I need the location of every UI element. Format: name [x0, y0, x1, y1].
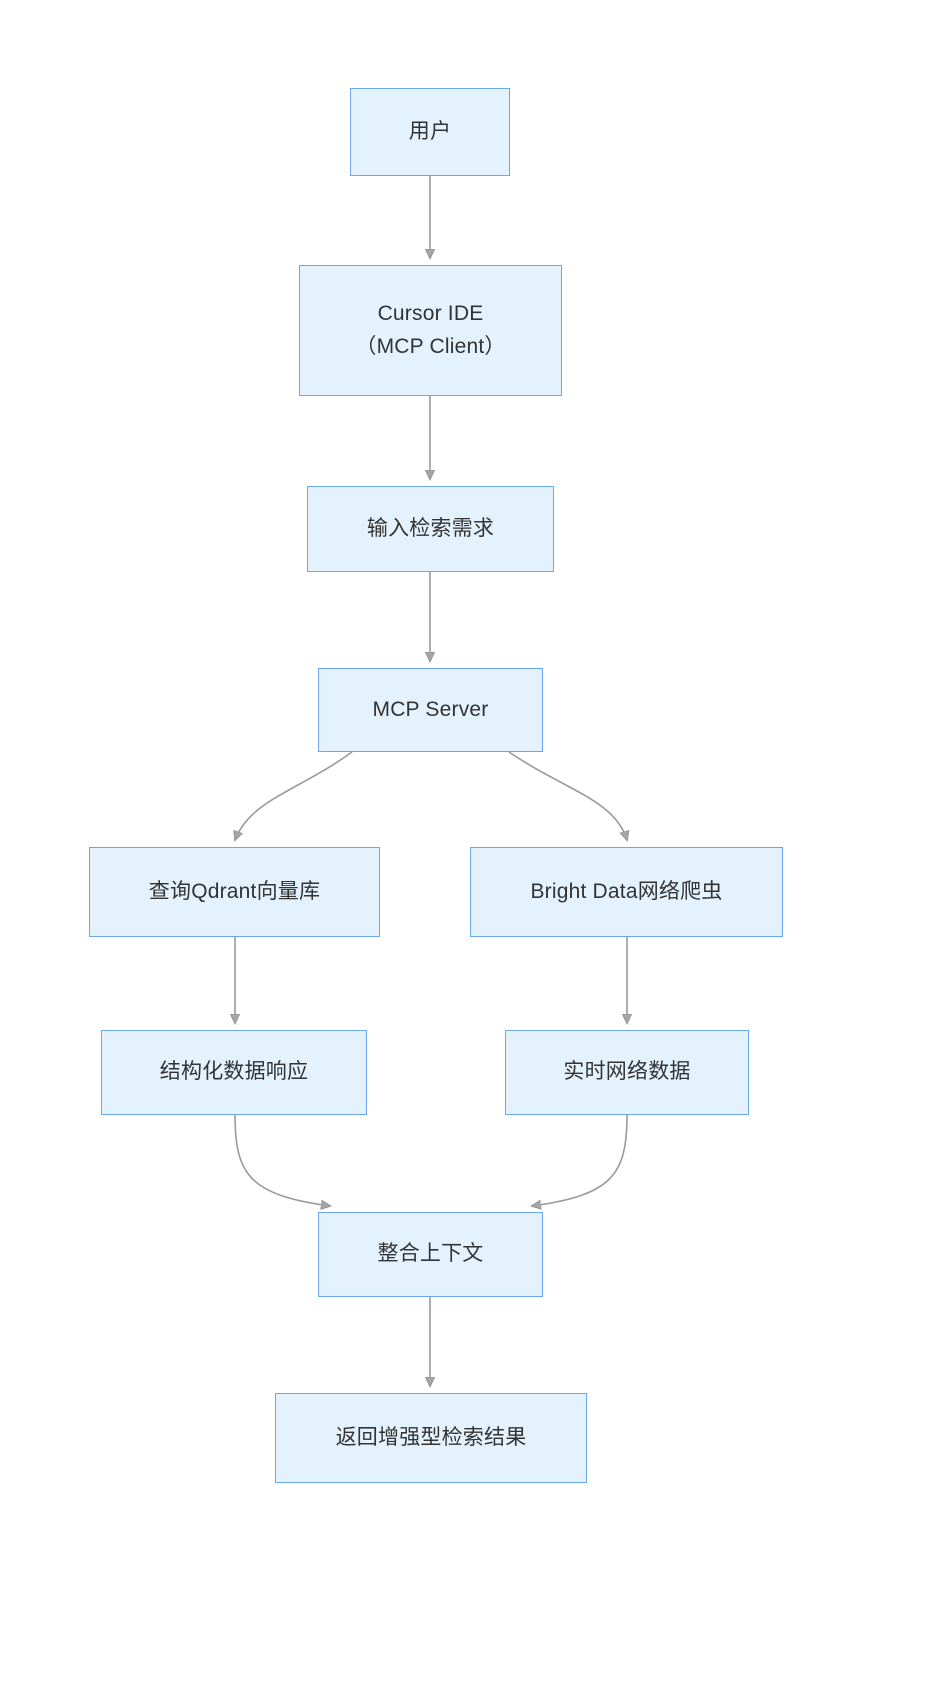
- node-input-query[interactable]: 输入检索需求: [307, 486, 554, 572]
- node-merge-context[interactable]: 整合上下文: [318, 1212, 543, 1297]
- node-bright-data-crawler-label: Bright Data网络爬虫: [530, 879, 723, 903]
- node-merge-context-label: 整合上下文: [377, 1242, 484, 1266]
- node-mcp-server-label: MCP Server: [372, 697, 489, 721]
- node-bright-data-crawler[interactable]: Bright Data网络爬虫: [470, 847, 783, 937]
- node-return-enhanced-result-label: 返回增强型检索结果: [335, 1425, 527, 1449]
- node-user[interactable]: 用户: [350, 88, 510, 176]
- node-query-qdrant[interactable]: 查询Qdrant向量库: [89, 847, 380, 937]
- node-structured-data-response-label: 结构化数据响应: [159, 1060, 309, 1084]
- node-mcp-server[interactable]: MCP Server: [318, 668, 543, 752]
- node-input-query-label: 输入检索需求: [366, 516, 495, 540]
- node-structured-data-response[interactable]: 结构化数据响应: [101, 1030, 367, 1115]
- edge-server-to-qdrant: [235, 751, 353, 840]
- edge-server-to-bright: [508, 751, 627, 840]
- edge-struct-to-context: [234, 1114, 330, 1206]
- node-user-label: 用户: [408, 119, 452, 143]
- edge-realtime-to-context: [532, 1114, 628, 1206]
- node-realtime-web-data[interactable]: 实时网络数据: [505, 1030, 749, 1115]
- node-cursor-ide-label: Cursor IDE （MCP Client）: [355, 301, 506, 358]
- node-return-enhanced-result[interactable]: 返回增强型检索结果: [275, 1393, 587, 1483]
- node-query-qdrant-label: 查询Qdrant向量库: [148, 879, 321, 903]
- node-cursor-ide[interactable]: Cursor IDE （MCP Client）: [299, 265, 562, 396]
- node-realtime-web-data-label: 实时网络数据: [563, 1060, 691, 1084]
